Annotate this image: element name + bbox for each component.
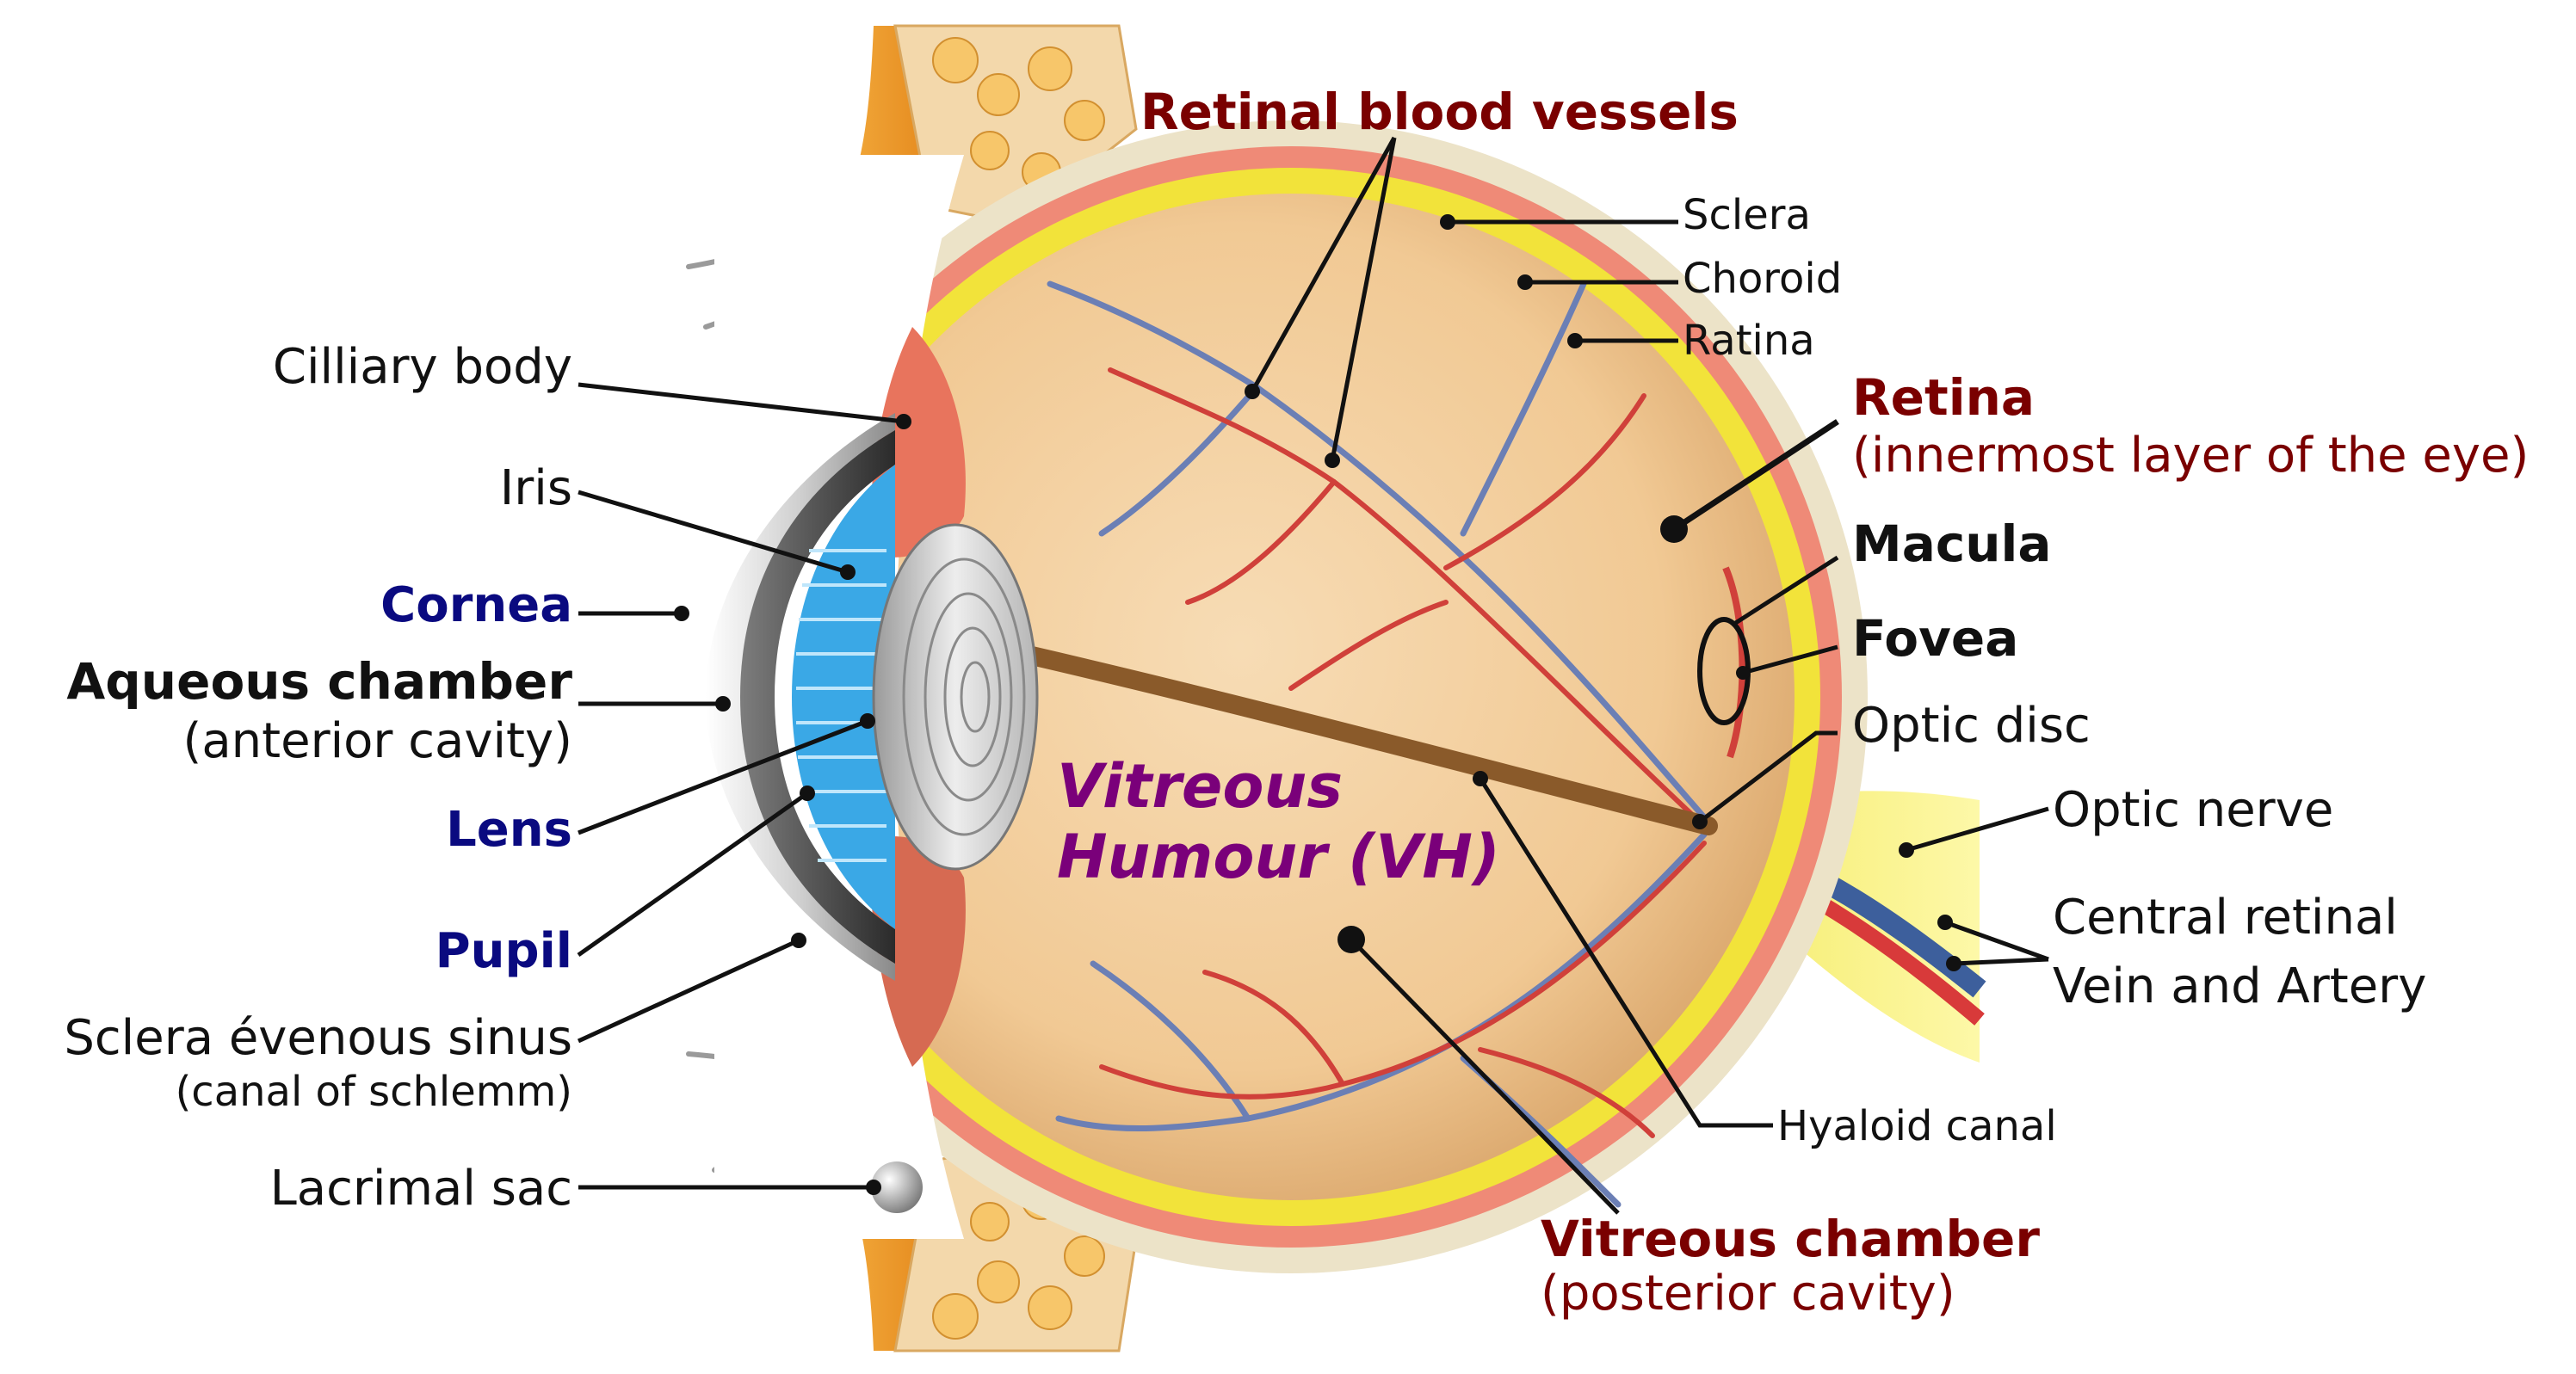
- label-vitreous-chamber-title: Vitreous chamber: [1541, 1210, 2040, 1268]
- label-aqueous-sub: (anterior cavity): [183, 713, 572, 769]
- label-macula: Macula: [1852, 514, 2052, 573]
- label-fovea: Fovea: [1852, 609, 2018, 668]
- label-optic-nerve: Optic nerve: [2053, 782, 2333, 838]
- label-retinal-blood-vessels: Retinal blood vessels: [1140, 83, 1739, 141]
- label-cornea: Cornea: [380, 577, 572, 633]
- label-vitreous-chamber-sub: (posterior cavity): [1541, 1266, 1955, 1322]
- label-sclera-sinus-1: Sclera évenous sinus: [64, 1010, 572, 1066]
- label-lacrimal-sac: Lacrimal sac: [270, 1161, 572, 1217]
- label-optic-disc: Optic disc: [1852, 698, 2091, 754]
- lens: [872, 523, 1039, 871]
- leader-lines: [577, 136, 2049, 1215]
- label-sclera: Sclera: [1683, 191, 1811, 239]
- anterior-segment: [706, 413, 895, 981]
- label-hyaloid-canal: Hyaloid canal: [1777, 1102, 2057, 1150]
- label-iris: Iris: [500, 460, 572, 516]
- label-vh-line2: Humour (VH): [1057, 822, 1500, 892]
- label-ratina: Ratina: [1683, 317, 1815, 365]
- labels: Retinal blood vessels Sclera Choroid Rat…: [64, 83, 2529, 1322]
- label-retina-title: Retina: [1852, 368, 2035, 427]
- lacrimal-sac-shape: [871, 1161, 923, 1213]
- pointer-dots: [674, 214, 1961, 1195]
- hyaloid-canal: [1015, 644, 1718, 835]
- label-choroid: Choroid: [1683, 255, 1842, 303]
- label-pupil: Pupil: [436, 923, 572, 979]
- label-central-retinal-1: Central retinal: [2053, 890, 2398, 946]
- label-cilliary-body: Cilliary body: [273, 339, 572, 395]
- label-vh-line1: Vitreous: [1057, 751, 1343, 822]
- label-lens: Lens: [446, 802, 572, 858]
- label-aqueous-title: Aqueous chamber: [66, 652, 572, 711]
- label-retina-sub: (innermost layer of the eye): [1852, 428, 2529, 484]
- retinal-vessels: [1047, 280, 1708, 1208]
- label-central-retinal-2: Vein and Artery: [2053, 958, 2426, 1014]
- label-sclera-sinus-2: (canal of schlemm): [176, 1068, 572, 1116]
